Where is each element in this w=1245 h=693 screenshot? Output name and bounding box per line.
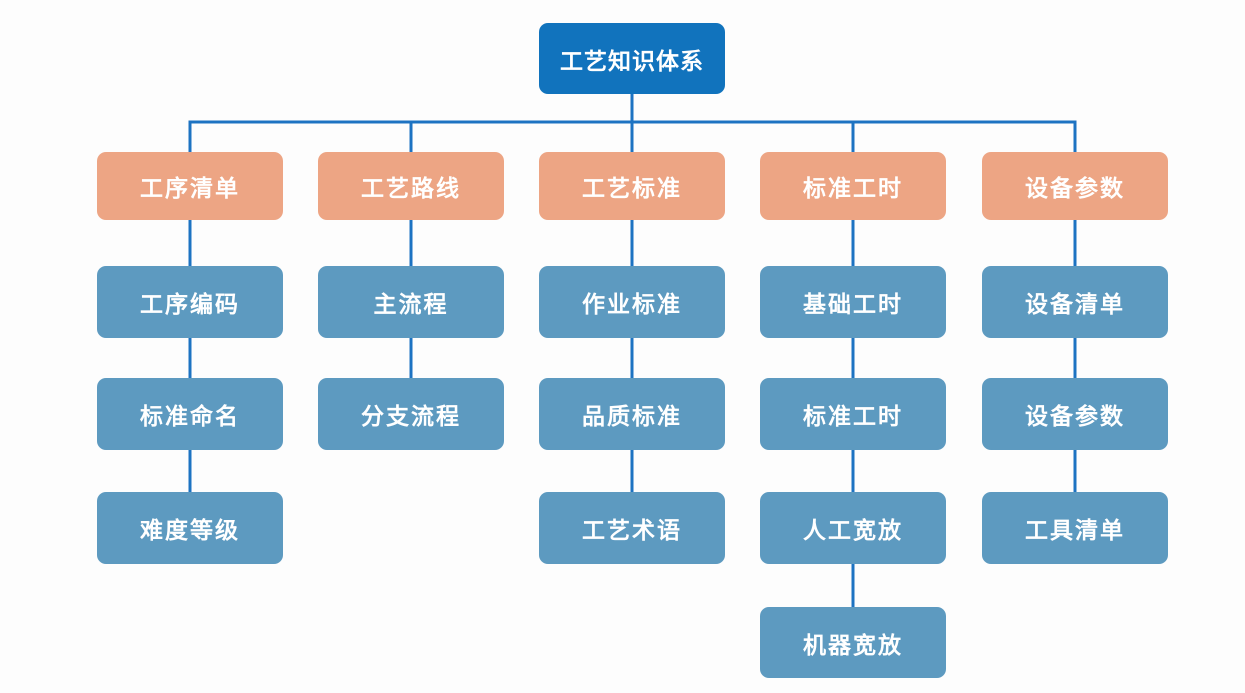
node-label: 工艺标准 [582, 175, 682, 201]
node-label: 难度等级 [140, 517, 240, 543]
node-label: 设备参数 [1025, 403, 1125, 429]
node-equipment-list: 设备清单 [982, 266, 1168, 338]
node-label: 标准工时 [803, 403, 903, 429]
node-process-code: 工序编码 [97, 266, 283, 338]
node-tool-list: 工具清单 [982, 492, 1168, 564]
node-label: 基础工时 [803, 291, 903, 317]
node-process-terminology: 工艺术语 [539, 492, 725, 564]
node-difficulty-level: 难度等级 [97, 492, 283, 564]
node-basic-hours: 基础工时 [760, 266, 946, 338]
node-label: 工具清单 [1025, 517, 1125, 543]
node-label: 品质标准 [582, 403, 682, 429]
node-standard-hours: 标准工时 [760, 152, 946, 220]
node-label: 工艺路线 [361, 175, 461, 201]
node-quality-standard: 品质标准 [539, 378, 725, 450]
node-label: 主流程 [373, 291, 449, 317]
node-process-route: 工艺路线 [318, 152, 504, 220]
node-operation-standard: 作业标准 [539, 266, 725, 338]
node-process-standard: 工艺标准 [539, 152, 725, 220]
node-label: 分支流程 [361, 403, 461, 429]
node-label: 人工宽放 [803, 517, 903, 543]
node-main-flow: 主流程 [318, 266, 504, 338]
node-label: 设备参数 [1025, 175, 1125, 201]
node-equipment-params: 设备参数 [982, 152, 1168, 220]
node-standard-naming: 标准命名 [97, 378, 283, 450]
node-process-list: 工序清单 [97, 152, 283, 220]
node-label: 标准工时 [803, 175, 903, 201]
node-label: 机器宽放 [803, 631, 903, 658]
node-label: 工艺知识体系 [560, 47, 704, 74]
node-label: 作业标准 [582, 291, 682, 317]
node-label: 工序清单 [140, 175, 240, 201]
node-machine-allowance: 机器宽放 [760, 607, 946, 678]
node-equipment-params-item: 设备参数 [982, 378, 1168, 450]
node-label: 设备清单 [1025, 291, 1125, 317]
node-root: 工艺知识体系 [539, 23, 725, 94]
node-label: 工序编码 [140, 291, 240, 317]
node-label: 标准命名 [140, 403, 240, 429]
node-standard-hours-item: 标准工时 [760, 378, 946, 450]
node-labor-allowance: 人工宽放 [760, 492, 946, 564]
node-label: 工艺术语 [582, 517, 682, 543]
node-branch-flow: 分支流程 [318, 378, 504, 450]
